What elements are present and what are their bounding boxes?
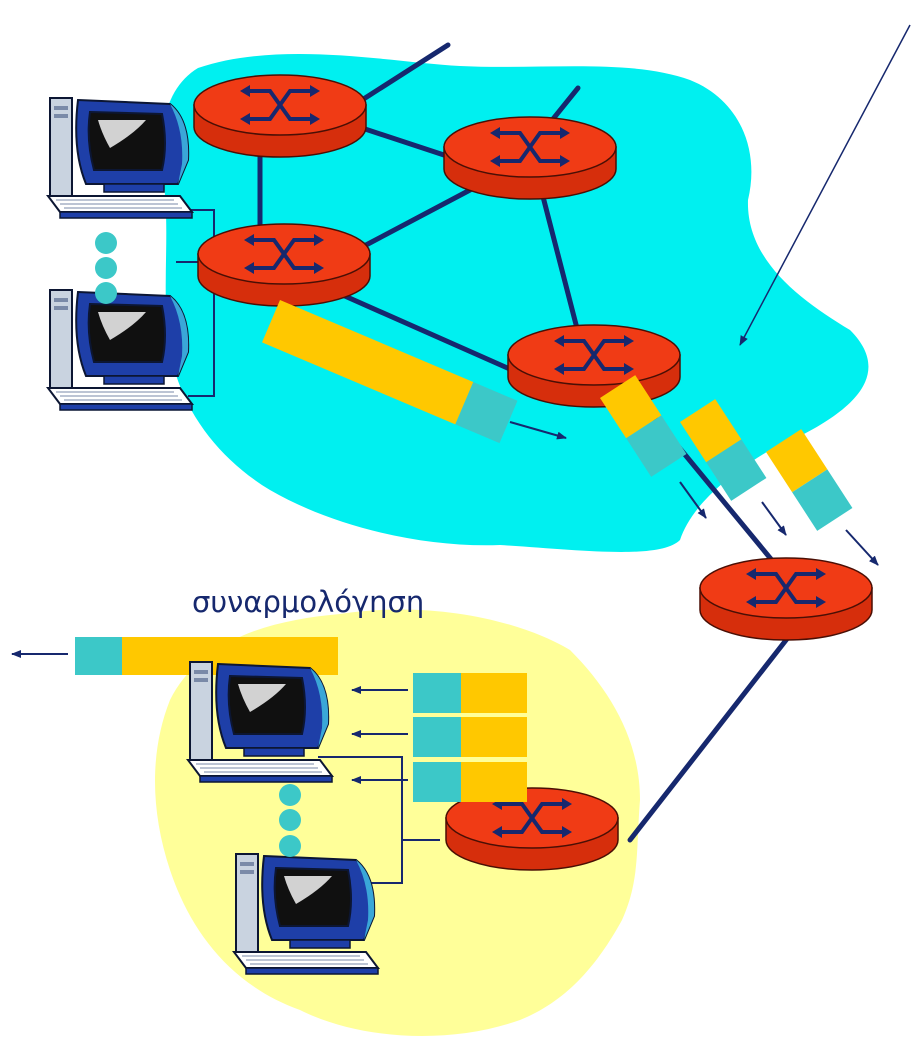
arrived-fragment xyxy=(413,762,527,802)
desktop-computer-icon xyxy=(233,853,379,975)
router-icon xyxy=(442,115,618,201)
arrived-fragment xyxy=(413,717,527,757)
reassembly-label: συναρμολόγηση xyxy=(192,585,424,619)
fragment-in-transit xyxy=(680,399,767,501)
large-datagram xyxy=(262,300,518,444)
desktop-computer-icon xyxy=(47,289,193,411)
fragment-in-transit xyxy=(766,429,853,531)
more-hosts-ellipsis xyxy=(279,784,301,857)
desktop-computer-icon xyxy=(187,661,333,783)
router-icon xyxy=(196,222,372,308)
arrow-icon xyxy=(509,421,567,440)
router-icon xyxy=(192,73,368,159)
pointer-line xyxy=(739,24,911,346)
fragment-in-transit xyxy=(600,375,687,477)
host-wiring xyxy=(176,209,440,884)
router-icon xyxy=(506,323,682,409)
desktop-computer-icon xyxy=(47,97,193,219)
arrow-icon xyxy=(845,529,879,566)
router-icon xyxy=(698,556,874,642)
arrow-icon xyxy=(761,501,787,536)
more-hosts-ellipsis xyxy=(95,232,117,304)
arrived-fragment xyxy=(413,673,527,713)
arrow-icon xyxy=(679,481,707,519)
